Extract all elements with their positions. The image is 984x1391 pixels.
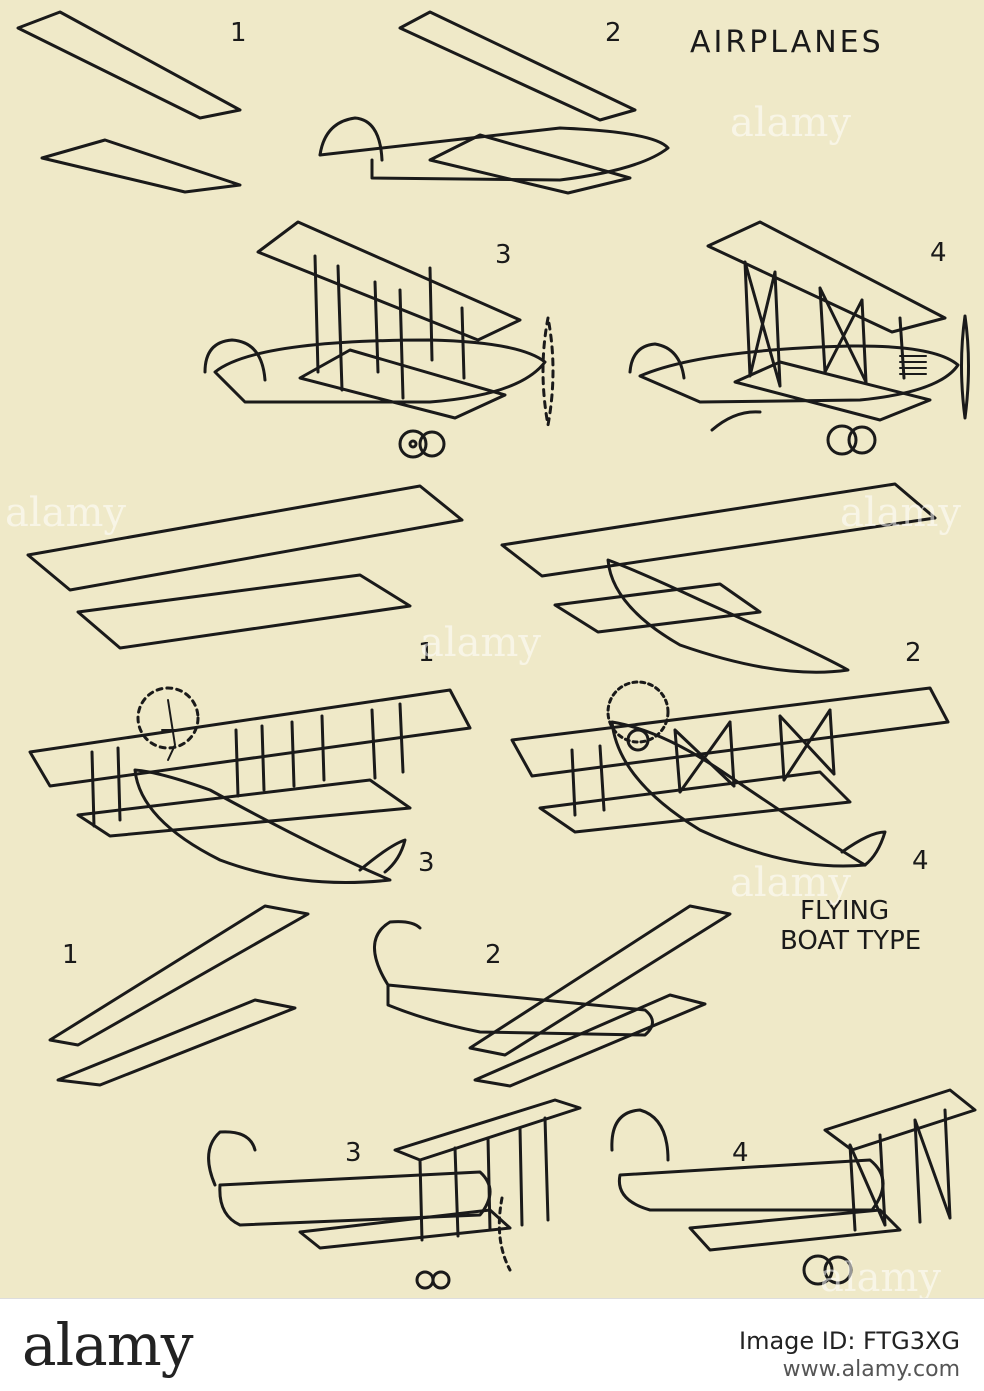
s3-step3-fuselage [218, 1170, 492, 1227]
s2-step1-lower-wing [76, 573, 412, 650]
s1-label-4: 4 [930, 238, 947, 268]
s1-step4-fuselage [638, 344, 960, 404]
s3-label-3: 3 [345, 1138, 362, 1168]
s3-step1-upper-wing [48, 904, 310, 1047]
footer-url: www.alamy.com [782, 1357, 960, 1382]
s3-label-4: 4 [732, 1138, 749, 1168]
s2-step4-hull [610, 720, 867, 868]
s1-step3-wheel [398, 429, 428, 459]
s2-step3-struts [90, 702, 405, 828]
s3-step4-lower-wing [688, 1208, 902, 1252]
s1-step4-lower-wing [733, 360, 932, 422]
s2-step2-upper-wing [500, 482, 937, 578]
s2-step4-struts [570, 708, 836, 817]
s1-step3-struts [313, 254, 466, 400]
s2-step4-propeller [606, 680, 670, 744]
s2-step4-upper-wing [510, 686, 950, 778]
s2-step3-lower-wing [76, 778, 412, 838]
s1-label-2: 2 [605, 18, 622, 48]
footer-logo: alamy [22, 1311, 193, 1379]
s3-step4-tail [610, 1108, 670, 1162]
footer-bar: alamy Image ID: FTG3XG www.alamy.com [0, 1298, 984, 1391]
s3-label-2: 2 [485, 940, 502, 970]
s1-step4-wheel [826, 424, 858, 456]
s2-step4-lower-wing [538, 770, 852, 834]
image-id: Image ID: FTG3XG [738, 1327, 960, 1355]
watermark: alamy [5, 490, 127, 536]
s2-label-3: 3 [418, 848, 435, 878]
watermark: alamy [840, 490, 962, 536]
s1-step3-fuselage [213, 338, 547, 404]
s2-step2-hull [606, 558, 850, 674]
s3-step1-lower-wing [56, 998, 297, 1087]
s2-label-4: 4 [912, 846, 929, 876]
illustration-plate: AIRPLANES 1 2 3 4 1 2 3 4 FLYING BOAT TY… [0, 0, 984, 1298]
s1-label-1: 1 [230, 18, 247, 48]
s2-step3-upper-wing [28, 688, 472, 788]
s2-step3-propeller [136, 686, 200, 750]
s1-step2-lower-wing [428, 133, 632, 195]
airplane-drawings [16, 10, 977, 1290]
s1-step2-upper-wing [398, 10, 637, 122]
s2-step3-hull [133, 768, 392, 884]
s2-step1-upper-wing [26, 484, 464, 592]
flying-caption-line1: FLYING [800, 896, 890, 926]
s3-step3-propeller [497, 1196, 512, 1272]
watermark: alamy [730, 860, 852, 906]
s2-label-2: 2 [905, 638, 922, 668]
s1-step3-upper-wing [256, 220, 522, 342]
s1-step4-radiator [899, 355, 927, 375]
watermark: alamy [730, 100, 852, 146]
s3-step2-fuselage [386, 983, 654, 1037]
s2-label-1: 1 [418, 638, 435, 668]
s3-step2-upper-wing [468, 904, 732, 1057]
s1-step3-lower-wing [298, 348, 507, 420]
s1-step2-tail [318, 116, 384, 162]
s1-label-3: 3 [495, 240, 512, 270]
s1-step1-lower-wing [40, 138, 242, 194]
s1-step4-upper-wing [706, 220, 947, 334]
s3-step3-upper-wing [393, 1098, 582, 1162]
s1-step4-struts [743, 260, 906, 388]
s1-step1-upper-wing [16, 10, 242, 120]
s1-step4-propeller [960, 314, 970, 420]
s3-step2-tail [373, 920, 422, 987]
s2-step2-lower-wing [553, 582, 762, 634]
s3-label-1: 1 [62, 940, 79, 970]
s3-step3-wheel [415, 1270, 435, 1290]
page-title: AIRPLANES [690, 25, 884, 60]
s1-step4-skid [710, 410, 762, 432]
s1-step2-fuselage [318, 126, 670, 182]
s3-step4-upper-wing [823, 1088, 977, 1152]
flying-caption-line2: BOAT TYPE [780, 926, 922, 956]
watermark: alamy [420, 620, 542, 666]
watermark: alamy [820, 1255, 942, 1298]
s3-step4-wheel [802, 1254, 834, 1286]
s3-step4-fuselage [617, 1158, 885, 1212]
s1-step4-tail [628, 342, 686, 380]
s1-step3-propeller [541, 316, 555, 427]
s1-step3-tail [203, 338, 267, 382]
s3-step2-lower-wing [473, 993, 707, 1088]
s2-step3-tail [358, 838, 407, 874]
s3-step3-tail [207, 1130, 257, 1187]
